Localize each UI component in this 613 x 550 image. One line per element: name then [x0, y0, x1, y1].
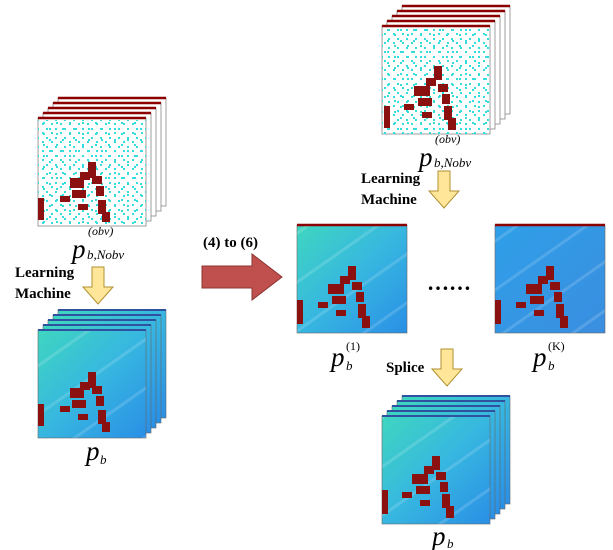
svg-text:(1): (1): [346, 339, 360, 353]
svg-text:b: b: [548, 358, 555, 373]
svg-text:b,Nobv: b,Nobv: [87, 247, 124, 262]
arrow-down-splice: [430, 348, 464, 387]
block-arrow-right: [201, 252, 283, 302]
p-b-1-label: p b (1): [329, 339, 360, 373]
splice-label: Splice: [386, 360, 425, 376]
fracture-cluster: [38, 162, 110, 222]
field-map-front: [381, 415, 491, 525]
svg-text:p: p: [430, 521, 446, 550]
fracture-cluster: [382, 456, 454, 518]
p-b-K-label: p b (K): [531, 339, 565, 373]
fracture-cluster: [495, 266, 568, 328]
svg-text:b: b: [100, 452, 107, 467]
svg-text:(K): (K): [548, 339, 565, 353]
field-map-front: [37, 329, 147, 439]
svg-text:b: b: [346, 358, 353, 373]
svg-text:(obv): (obv): [435, 132, 460, 146]
svg-text:p: p: [329, 342, 345, 372]
learning-machine-left-line2: Machine: [15, 286, 71, 302]
svg-text:b: b: [447, 536, 454, 550]
p-obv-right-label: p (obv) b,Nobv: [417, 132, 471, 172]
p-obv-left-label: p (obv) b,Nobv: [70, 224, 124, 264]
fracture-cluster: [297, 266, 370, 328]
svg-text:p: p: [531, 342, 547, 372]
learning-machine-left-line1: Learning: [15, 265, 75, 281]
pred-stack-left: [37, 309, 167, 439]
obs-map-front: [381, 24, 491, 135]
equations-ref-label: (4) to (6): [203, 235, 258, 251]
svg-text:(obv): (obv): [88, 224, 113, 238]
learning-machine-right-line1: Learning: [361, 171, 421, 187]
arrow-down-left: [81, 266, 115, 305]
ellipsis: ……: [427, 270, 471, 295]
obs-map-front: [37, 116, 147, 227]
svg-text:p: p: [417, 142, 433, 172]
svg-text:p: p: [70, 234, 86, 264]
pred-map-1: [296, 223, 408, 334]
svg-text:p: p: [84, 436, 100, 466]
obs-stack-left: [37, 96, 167, 227]
p-b-bottom-label: p b: [430, 521, 454, 550]
p-b-left-label: p b: [84, 436, 107, 467]
obs-stack-right: [381, 4, 511, 135]
pred-map-K: [494, 223, 606, 334]
learning-machine-right-line2: Machine: [361, 192, 417, 208]
arrow-down-right: [427, 170, 461, 209]
svg-text:b,Nobv: b,Nobv: [434, 155, 471, 170]
pred-stack-right: [381, 395, 511, 525]
fracture-cluster: [38, 372, 110, 432]
fracture-cluster: [384, 66, 456, 130]
